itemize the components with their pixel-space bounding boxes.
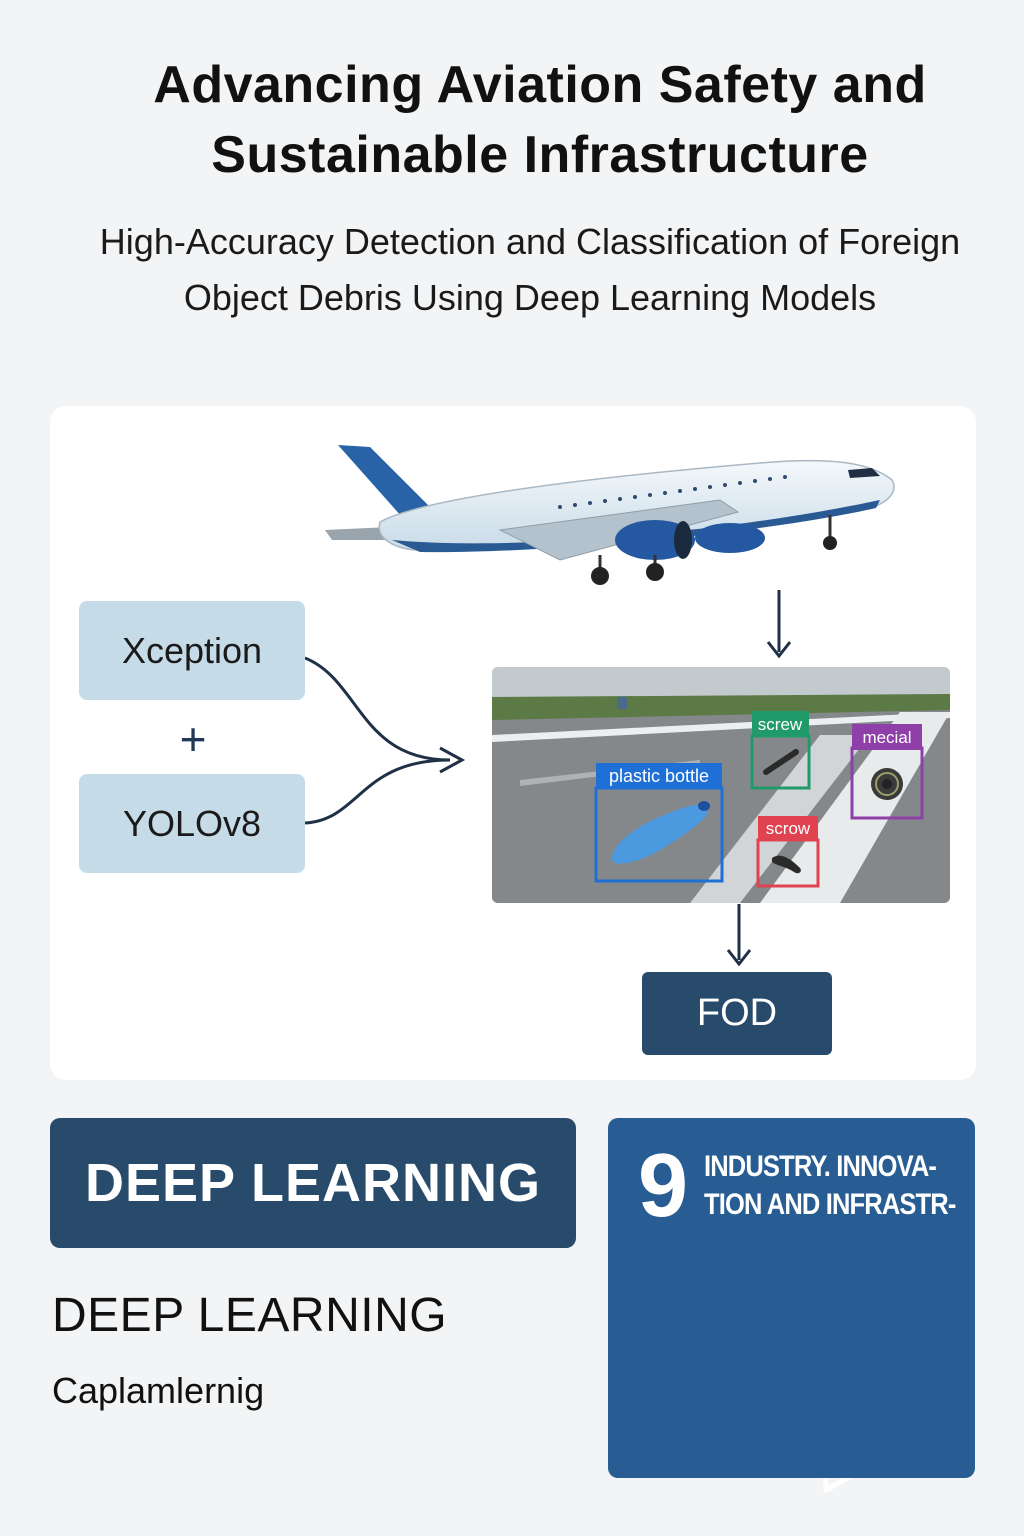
detection-label-mecial: mecial [862, 728, 911, 747]
page-title: Advancing Aviation Safety and Sustainabl… [60, 50, 1020, 190]
airplane-cockpit [848, 468, 880, 478]
yolov8-model-box: YOLOv8 [79, 774, 305, 873]
deep-learning-banner-label: DEEP LEARNING [84, 1153, 542, 1213]
yolov8-label: YOLOv8 [122, 802, 262, 844]
sdg-number: 9 [638, 1136, 689, 1236]
detection-label-screw: screw [758, 715, 803, 734]
sdg-title-line-1: INDUSTRY. INNOVA- [704, 1150, 937, 1183]
title-line-1: Advancing Aviation Safety and [153, 56, 927, 114]
xception-model-box: Xception [79, 601, 305, 700]
detection-label-scrow: scrow [766, 819, 811, 838]
airplane-tail-fin [338, 445, 445, 526]
detection-mecial: mecial [850, 724, 924, 820]
fod-label: FOD [696, 992, 778, 1034]
arrow-down-to-runway [766, 590, 792, 659]
page-subtitle: High-Accuracy Detection and Classificati… [99, 221, 961, 318]
fod-output-box: FOD [642, 972, 832, 1055]
xception-label: Xception [121, 629, 263, 671]
sdg-title-line-2: TION AND INFRASTR- [704, 1188, 956, 1221]
sdg-9-card: 9 INDUSTRY. INNOVA- TION AND INFRASTR- [608, 1118, 975, 1478]
title-line-2: Sustainable Infrastructure [211, 126, 869, 184]
deep-learning-banner: DEEP LEARNING [50, 1118, 576, 1248]
airplane-engine [615, 520, 695, 560]
airplane-illustration [325, 445, 895, 585]
detection-screw: screw [750, 711, 811, 790]
detection-plastic-bottle: plastic bottle [594, 763, 724, 883]
airplane-wing [498, 499, 740, 561]
merge-arrows [304, 656, 466, 825]
sdg-title: INDUSTRY. INNOVA- TION AND INFRASTR- [704, 1148, 956, 1224]
deep-learning-caption: DEEP LEARNING [52, 1289, 448, 1342]
deep-learning-subcaption: Caplamlernig [52, 1370, 265, 1411]
plus-sign: + [179, 713, 207, 765]
detection-scrow: scrow [756, 816, 820, 888]
arrow-down-to-fod [726, 904, 752, 967]
detection-label-bottle: plastic bottle [609, 766, 709, 786]
